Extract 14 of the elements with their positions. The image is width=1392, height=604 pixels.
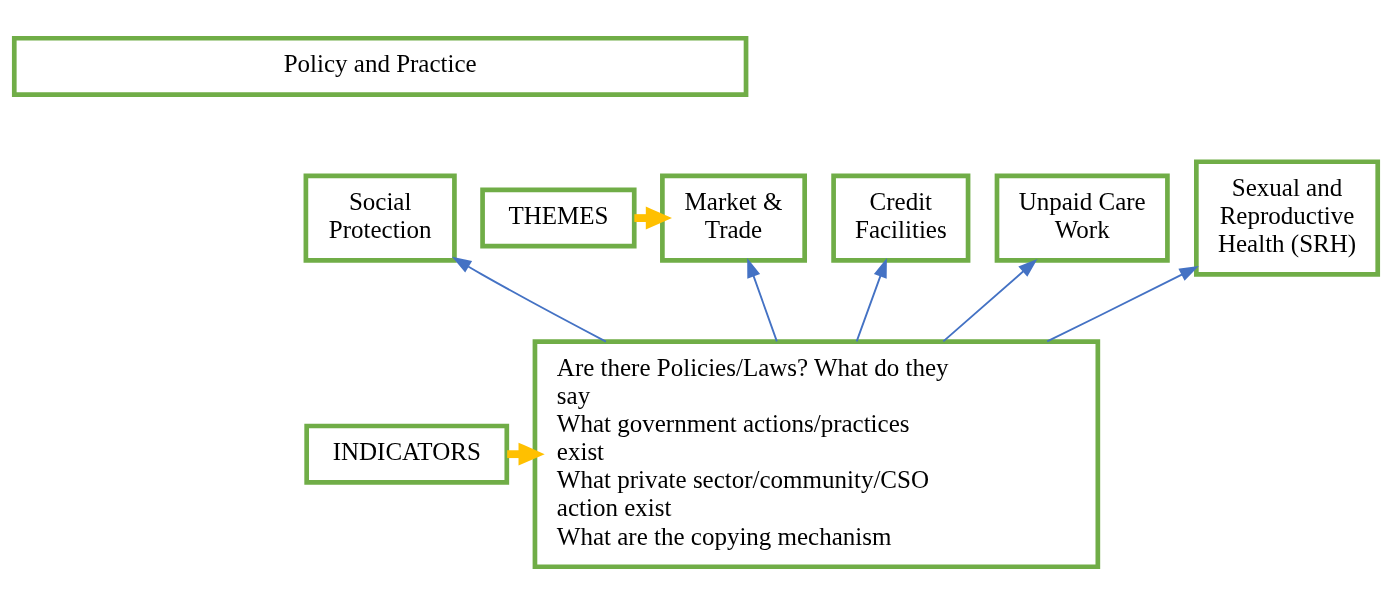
arrow: [747, 257, 778, 342]
node-box: Credit Facilities: [831, 173, 971, 263]
arrow: [855, 257, 887, 342]
node-box: Market & Trade: [660, 173, 807, 263]
node-box: Social Protection: [303, 173, 457, 263]
node-box: THEMES: [480, 187, 637, 249]
node-box: Policy and Practice: [11, 35, 749, 97]
node-box: Are there Policies/Laws? What do they say What government actions/practices exist What private sector/community/CSO action exist What are the copying mechanism: [532, 338, 1101, 569]
node-box: Unpaid Care Work: [994, 173, 1170, 263]
arrow: [1046, 265, 1199, 342]
arrow: [452, 256, 607, 342]
node-box: INDICATORS: [304, 423, 510, 485]
arrow: [942, 258, 1038, 342]
node-box: Sexual and Reproductive Health (SRH): [1194, 158, 1381, 277]
